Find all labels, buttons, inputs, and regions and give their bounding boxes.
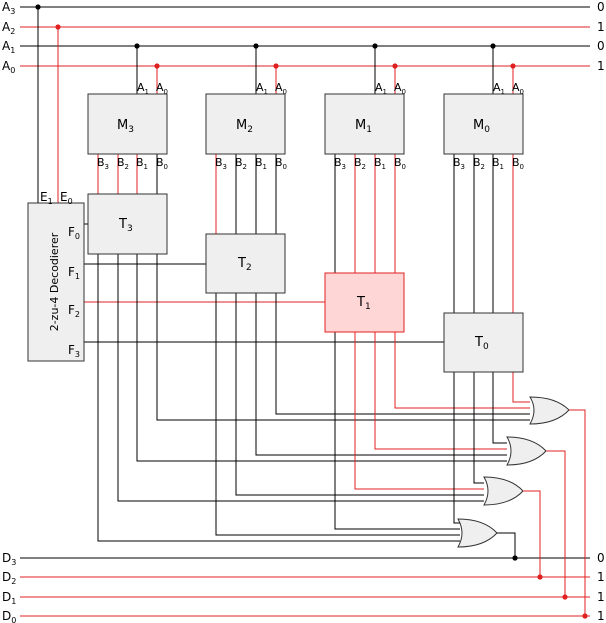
d0-value: 1	[597, 609, 605, 623]
module-input-a0: A0	[156, 81, 168, 96]
module-output-b2: B2	[354, 156, 366, 171]
module-output-b0: B0	[156, 156, 168, 171]
junction-dot	[55, 24, 61, 30]
address-bus	[20, 6, 590, 67]
module-input-a1: A1	[137, 81, 149, 96]
module-input-a1: A1	[493, 81, 505, 96]
module-address-wires	[134, 43, 516, 94]
module-output-b1: B1	[255, 156, 267, 171]
d3-label: D3	[2, 551, 16, 567]
d3-value: 0	[597, 551, 605, 565]
enable-wires	[84, 223, 444, 343]
module-label: M1	[355, 118, 372, 135]
a2-value: 1	[597, 20, 605, 34]
module-m3: M3 A1 A0 B3 B2 B1 B0	[87, 81, 168, 171]
buffer-box	[443, 312, 524, 373]
module-input-a1: A1	[375, 81, 387, 96]
d2-label: D2	[2, 570, 16, 586]
a1-label: A1	[2, 39, 15, 55]
d0-label: D0	[2, 609, 16, 623]
module-box	[205, 93, 286, 155]
decoder-output-f2: F2	[68, 303, 80, 319]
decoder-label: 2-zu-4 Decodierer	[48, 232, 61, 331]
decoder-output-f0: F0	[68, 225, 80, 241]
module-output-b1: B1	[374, 156, 386, 171]
decoder-input-e1: E1	[40, 190, 53, 206]
a3-label: A3	[2, 0, 15, 16]
module-m1: M1 A1 A0 B3 B2 B1 B0	[324, 81, 406, 171]
module-output-b3: B3	[97, 156, 109, 171]
module-output-b3: B3	[215, 156, 227, 171]
module-label: M0	[473, 118, 490, 135]
junction-dot	[35, 4, 41, 10]
a0-label: A0	[2, 59, 15, 75]
decoder-output-f1: F1	[68, 265, 80, 281]
module-m0: M0 A1 A0 B3 B2 B1 B0	[443, 81, 524, 171]
buffer-output-wires	[97, 254, 530, 542]
buffer-label: T0	[474, 335, 489, 352]
buffer-box	[87, 193, 168, 255]
module-output-b0: B0	[275, 156, 287, 171]
module-m2: M2 A1 A0 B3 B2 B1 B0	[205, 81, 287, 171]
or-gate-d2	[483, 476, 524, 506]
d2-value: 1	[597, 570, 605, 584]
a0-value: 1	[597, 59, 605, 73]
module-output-b1: B1	[136, 156, 148, 171]
or-gates	[457, 396, 570, 548]
decoder-box	[27, 202, 85, 362]
or-output-wires	[497, 409, 588, 619]
module-to-buffer-wires	[97, 154, 514, 313]
module-output-b3: B3	[334, 156, 346, 171]
or-gate-d1	[506, 436, 547, 466]
module-box	[324, 93, 405, 155]
module-box	[443, 93, 524, 155]
module-input-a0: A0	[275, 81, 287, 96]
buffer-label: T2	[237, 256, 252, 273]
a3-value: 0	[597, 0, 605, 14]
buffer-box	[205, 233, 286, 294]
a2-label: A2	[2, 20, 15, 36]
module-output-b1: B1	[492, 156, 504, 171]
buffer-label: T3	[118, 217, 133, 234]
module-label: M3	[117, 118, 134, 135]
module-output-b2: B2	[235, 156, 247, 171]
buffer-box-active	[324, 272, 405, 333]
module-label: M2	[236, 118, 253, 135]
data-bus	[20, 557, 590, 617]
decoder-output-f3: F3	[68, 343, 80, 359]
buffer-t0: T0	[443, 312, 524, 373]
buffer-t2: T2	[205, 233, 286, 294]
module-output-b3: B3	[453, 156, 465, 171]
or-gate-d0	[529, 396, 570, 425]
module-output-b0: B0	[394, 156, 406, 171]
d1-label: D1	[2, 590, 16, 606]
buffer-label: T1	[356, 295, 371, 312]
decoder-input-e0: E0	[60, 190, 73, 206]
module-input-a0: A0	[512, 81, 524, 96]
module-output-b2: B2	[117, 156, 129, 171]
module-output-b0: B0	[512, 156, 524, 171]
d1-value: 1	[597, 590, 605, 604]
a1-value: 0	[597, 39, 605, 53]
or-gate-d3	[457, 518, 498, 548]
buffer-t3: T3	[87, 193, 168, 255]
module-input-a1: A1	[256, 81, 268, 96]
buffer-t1: T1	[324, 272, 405, 333]
module-box	[87, 93, 168, 155]
module-output-b2: B2	[473, 156, 485, 171]
module-input-a0: A0	[394, 81, 406, 96]
